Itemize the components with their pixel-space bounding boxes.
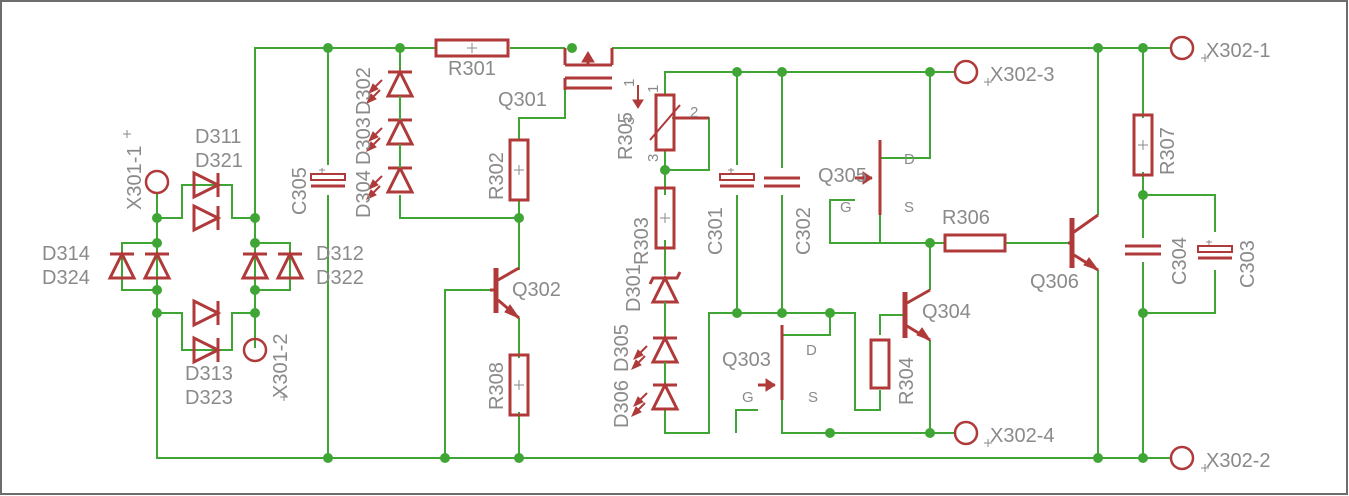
- diode-d321: [192, 204, 220, 232]
- led-d305: [630, 336, 679, 371]
- terminal-x301-2: X301-2: [242, 334, 292, 402]
- label-r305-pin1: 1: [645, 85, 662, 93]
- capacitor-c302: C302: [762, 176, 815, 255]
- label-d306: D306: [611, 380, 633, 428]
- label-d305: D305: [611, 324, 633, 372]
- label-r308: R308: [486, 362, 508, 410]
- label-r301: R301: [448, 58, 496, 80]
- terminal-x302-3: X302-3: [953, 59, 1055, 87]
- transistor-q305: Q305 D G S: [818, 140, 915, 216]
- label-q305-s: S: [904, 199, 914, 216]
- label-r305-pin1a: 1: [621, 79, 638, 87]
- label-x302-3: X302-3: [990, 64, 1055, 86]
- trimmer-r305: 3 1 1 2 3 R305: [615, 79, 709, 162]
- label-d322: D322: [316, 267, 364, 289]
- label-q301: Q301: [498, 89, 547, 111]
- label-d323: D323: [185, 387, 233, 409]
- capacitor-c301: C301: [705, 166, 756, 255]
- resistor-r306: R306: [942, 207, 1007, 253]
- wires: [121, 47, 1216, 459]
- label-q303-d: D: [806, 342, 817, 359]
- label-r307: R307: [1157, 127, 1179, 175]
- label-d324: D324: [42, 267, 90, 289]
- label-x301-2: X301-2: [270, 334, 292, 399]
- label-x301-1: X301-1: [124, 146, 146, 211]
- label-r304: R304: [896, 357, 918, 405]
- label-q304: Q304: [922, 301, 971, 323]
- label-r306: R306: [942, 207, 990, 229]
- label-d311: D311: [195, 126, 241, 148]
- capacitor-c304: C304: [1123, 237, 1191, 285]
- label-q305-d: D: [904, 151, 915, 168]
- led-d306: [630, 383, 679, 418]
- label-q306: Q306: [1030, 271, 1079, 293]
- resistor-r301: R301: [434, 38, 510, 80]
- label-d314: D314: [42, 243, 90, 265]
- capacitor-c305: C305: [289, 166, 347, 215]
- resistor-r308: R308: [486, 353, 530, 417]
- transistor-q303: Q303 D G S: [722, 325, 818, 406]
- label-x302-4: X302-4: [990, 425, 1055, 447]
- label-r305-pin3: 3: [645, 154, 662, 162]
- label-d321: D321: [195, 150, 243, 172]
- terminal-x302-1: X302-1: [1143, 35, 1271, 63]
- zener-d301: D301: [623, 264, 682, 312]
- label-r305-pin3a: 3: [621, 117, 638, 125]
- transistor-q306: Q306: [1030, 213, 1100, 293]
- label-q303-g: G: [742, 389, 754, 406]
- label-d302: D302: [353, 67, 375, 115]
- label-d312: D312: [316, 243, 364, 265]
- label-d304: D304: [353, 170, 375, 218]
- label-r302: R302: [486, 152, 508, 200]
- label-q305: Q305: [818, 165, 867, 187]
- capacitor-c303: C303: [1196, 238, 1259, 288]
- label-d313: D313: [185, 363, 233, 385]
- resistor-r307: R307: [1132, 113, 1179, 177]
- label-d301: D301: [623, 264, 645, 312]
- label-q305-g: G: [840, 199, 852, 216]
- label-r303: R303: [631, 217, 653, 265]
- transistor-q302: Q302: [490, 266, 561, 320]
- label-c304: C304: [1169, 237, 1191, 285]
- transistor-q304: Q304: [902, 288, 971, 342]
- label-q302: Q302: [512, 279, 561, 301]
- label-c303: C303: [1237, 240, 1259, 288]
- label-r305-pin2: 2: [690, 104, 698, 121]
- label-c301: C301: [705, 207, 727, 255]
- label-q303: Q303: [722, 349, 771, 371]
- diode-d313: [192, 299, 220, 327]
- label-x302-1: X302-1: [1206, 40, 1271, 62]
- terminal-x301-1: X301-1: [122, 129, 170, 211]
- resistor-r304: R304: [869, 338, 918, 405]
- label-d303: D303: [353, 117, 375, 165]
- label-x302-2: X302-2: [1206, 450, 1271, 472]
- label-c302: C302: [793, 207, 815, 255]
- resistor-r303: R303: [631, 186, 676, 265]
- transistor-q301: Q301: [498, 48, 614, 111]
- terminal-x302-2: X302-2: [1169, 445, 1271, 473]
- resistor-r302: R302: [486, 138, 530, 202]
- label-c305: C305: [289, 167, 311, 215]
- label-q303-s: S: [808, 389, 818, 406]
- terminal-x302-4: X302-4: [953, 420, 1055, 448]
- label-r305: R305: [615, 112, 637, 160]
